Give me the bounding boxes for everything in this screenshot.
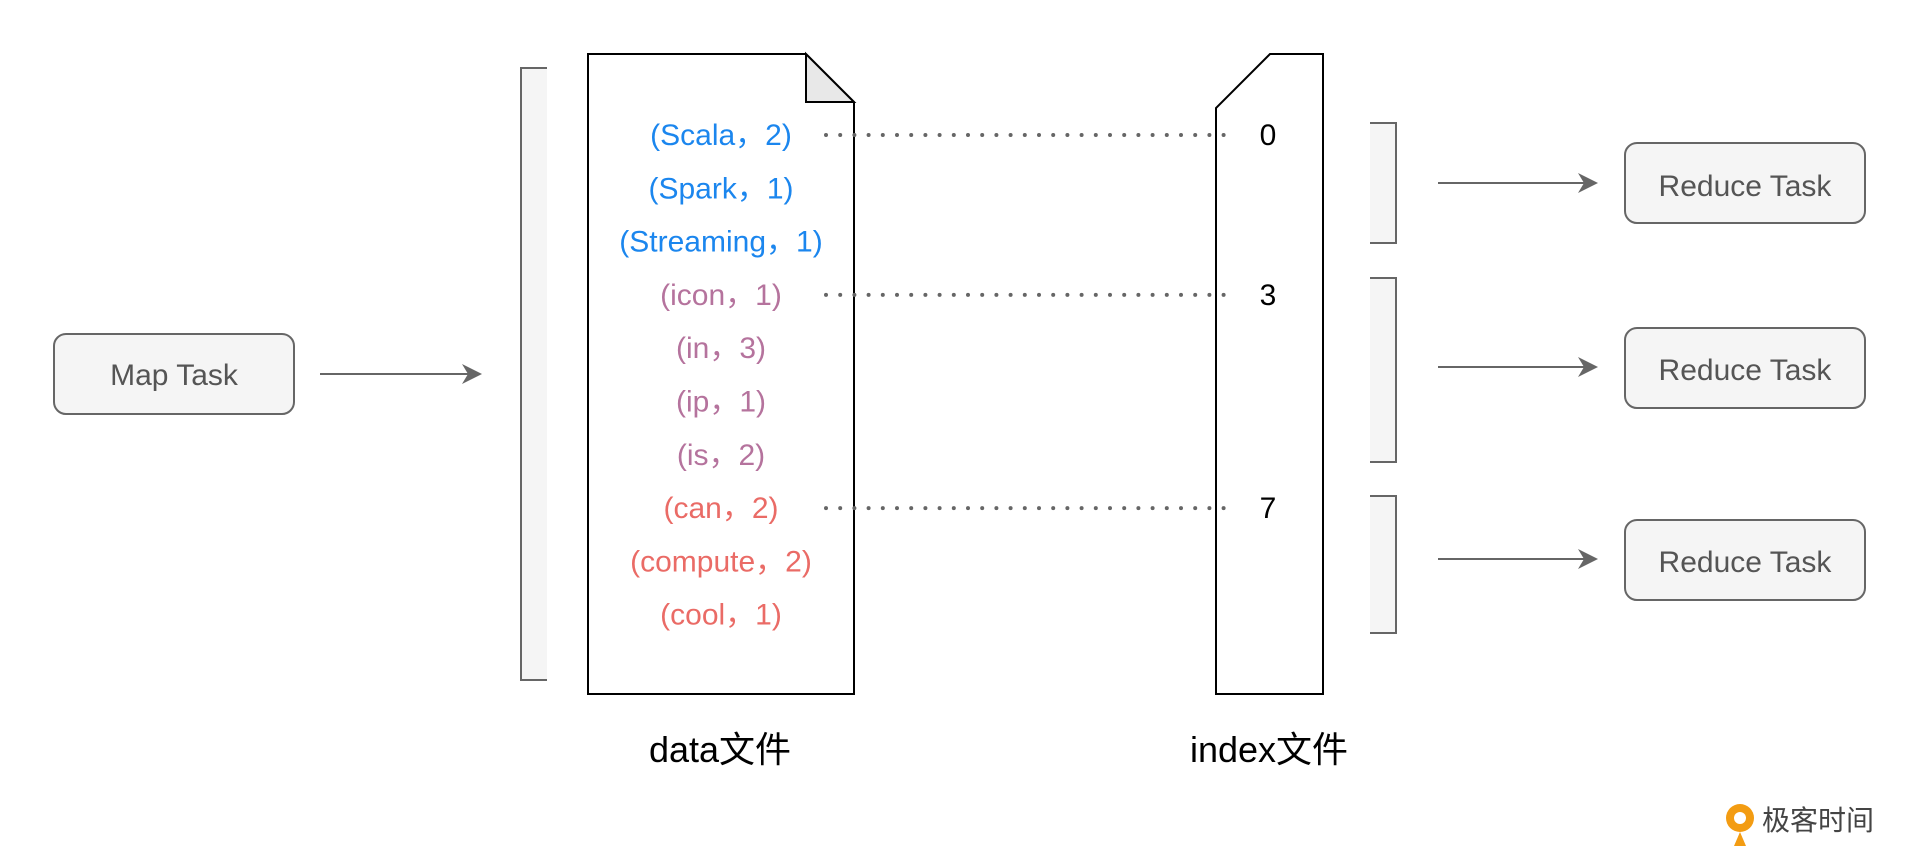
- reduce-task-box: [1624, 142, 1866, 224]
- index-entry: 0: [1260, 119, 1277, 152]
- map-task: Map Task: [53, 333, 295, 415]
- map-task-label: Map Task: [110, 359, 239, 392]
- geektime-logo-icon: [1726, 804, 1754, 846]
- map-task-box: [53, 333, 295, 415]
- partition-brackets: [1370, 122, 1397, 634]
- data-record: (is，2): [677, 439, 765, 472]
- data-file: [587, 51, 857, 695]
- data-record: (compute，2): [630, 545, 812, 578]
- data-file-records: (Scala，2) (Spark，1) (Streaming，1) (icon，1) (…: [619, 119, 822, 632]
- data-record: (icon，1): [660, 279, 782, 312]
- partition-bracket: [1370, 277, 1397, 463]
- reduce-task: Reduce Task: [1624, 142, 1866, 224]
- data-file-fold-icon: [805, 51, 857, 103]
- data-record: (Streaming，1): [619, 226, 822, 259]
- reduce-task-label: Reduce Task: [1659, 170, 1833, 203]
- map-output-arrow: [320, 364, 482, 384]
- reduce-input-arrows: [1438, 173, 1598, 569]
- data-record: (ip，1): [676, 386, 766, 419]
- index-file-caption: index文件: [1190, 729, 1348, 770]
- reduce-task-label: Reduce Task: [1659, 354, 1833, 387]
- reduce-task-box: [1624, 519, 1866, 601]
- data-record: (can，2): [663, 492, 778, 525]
- reduce-task: Reduce Task: [1624, 519, 1866, 601]
- brand-name: 极客时间: [1762, 804, 1874, 837]
- partition-bracket: [1370, 122, 1397, 244]
- partition-bracket: [1370, 495, 1397, 634]
- data-file-caption: data文件: [649, 729, 791, 770]
- map-output-bracket: [520, 67, 547, 681]
- index-file-entries: 0 3 7: [1260, 119, 1277, 525]
- reduce-task: Reduce Task: [1624, 327, 1866, 409]
- data-file-body: [587, 53, 855, 695]
- brand-logo: 极客时间: [1726, 804, 1874, 846]
- index-entry: 7: [1260, 492, 1277, 525]
- index-file: [1215, 53, 1324, 695]
- reduce-task-box: [1624, 327, 1866, 409]
- data-record: (in，3): [676, 332, 766, 365]
- reduce-task-label: Reduce Task: [1659, 546, 1833, 579]
- data-record: (cool，1): [660, 599, 782, 632]
- data-record: (Spark，1): [648, 172, 793, 205]
- data-record: (Scala，2): [650, 119, 792, 152]
- index-pointers: [824, 133, 1238, 511]
- index-entry: 3: [1260, 279, 1277, 312]
